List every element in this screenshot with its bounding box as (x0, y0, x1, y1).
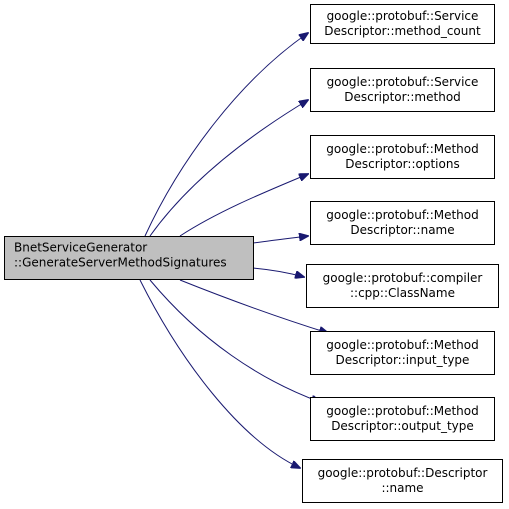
call-edges (139, 33, 328, 468)
root-node-box (4, 236, 254, 280)
callee-node-label-line2: ::cpp::ClassName (350, 286, 455, 300)
callee-node-box (306, 264, 499, 308)
call-edge-arrow (144, 33, 308, 237)
callee-node-label-line2: Descriptor::options (345, 157, 459, 171)
callee-node-box (310, 397, 495, 441)
callee-node-method-name[interactable]: google::protobuf::Method Descriptor::nam… (310, 201, 495, 245)
callee-node-label-line2: Descriptor::method_count (324, 24, 481, 38)
call-edge-arrow (252, 267, 304, 277)
callee-node-label-line1: google::protobuf::Descriptor (318, 466, 488, 480)
callee-node-box (302, 459, 503, 503)
callee-node-label-line1: google::protobuf::Method (326, 142, 479, 156)
call-edge-arrow (179, 174, 308, 237)
callee-node-method-options[interactable]: google::protobuf::Method Descriptor::opt… (310, 135, 495, 179)
callee-node-service-method[interactable]: google::protobuf::Service Descriptor::me… (310, 68, 495, 112)
callee-node-box (310, 135, 495, 179)
callee-node-box (310, 68, 495, 112)
callee-node-label-line2: Descriptor::input_type (336, 353, 470, 367)
root-node-label-line1: BnetServiceGenerator (14, 241, 147, 255)
callee-node-descriptor-name[interactable]: google::protobuf::Descriptor ::name (302, 459, 503, 503)
call-edge-arrow (149, 279, 320, 402)
callee-node-label-line2: Descriptor::output_type (331, 419, 474, 433)
callee-node-label-line1: google::protobuf::Service (327, 9, 479, 23)
callee-node-input-type[interactable]: google::protobuf::Method Descriptor::inp… (310, 331, 495, 375)
call-edge-arrow (179, 279, 328, 333)
callee-node-label-line2: Descriptor::name (350, 223, 454, 237)
root-node[interactable]: BnetServiceGenerator ::GenerateServerMet… (4, 236, 254, 280)
root-node-label-line2: ::GenerateServerMethodSignatures (14, 256, 227, 270)
call-edge-arrow (149, 100, 308, 237)
callee-node-output-type[interactable]: google::protobuf::Method Descriptor::out… (310, 397, 495, 441)
callee-node-label-line2: Descriptor::method (344, 90, 461, 104)
callee-node-label-line1: google::protobuf::Method (326, 208, 479, 222)
callee-node-class-name[interactable]: google::protobuf::compiler ::cpp::ClassN… (306, 264, 499, 308)
callee-node-box (310, 4, 495, 44)
callee-node-label-line1: google::protobuf::Service (327, 75, 479, 89)
callee-node-label-line2: ::name (381, 481, 423, 495)
callee-node-label-line1: google::protobuf::compiler (323, 271, 483, 285)
callee-node-box (310, 331, 495, 375)
callee-node-label-line1: google::protobuf::Method (326, 338, 479, 352)
callee-node-box (310, 201, 495, 245)
call-edge-arrow (252, 236, 308, 244)
callee-node-label-line1: google::protobuf::Method (326, 404, 479, 418)
callee-node-method-count[interactable]: google::protobuf::Service Descriptor::me… (310, 4, 495, 44)
call-edge-arrow (139, 279, 300, 468)
